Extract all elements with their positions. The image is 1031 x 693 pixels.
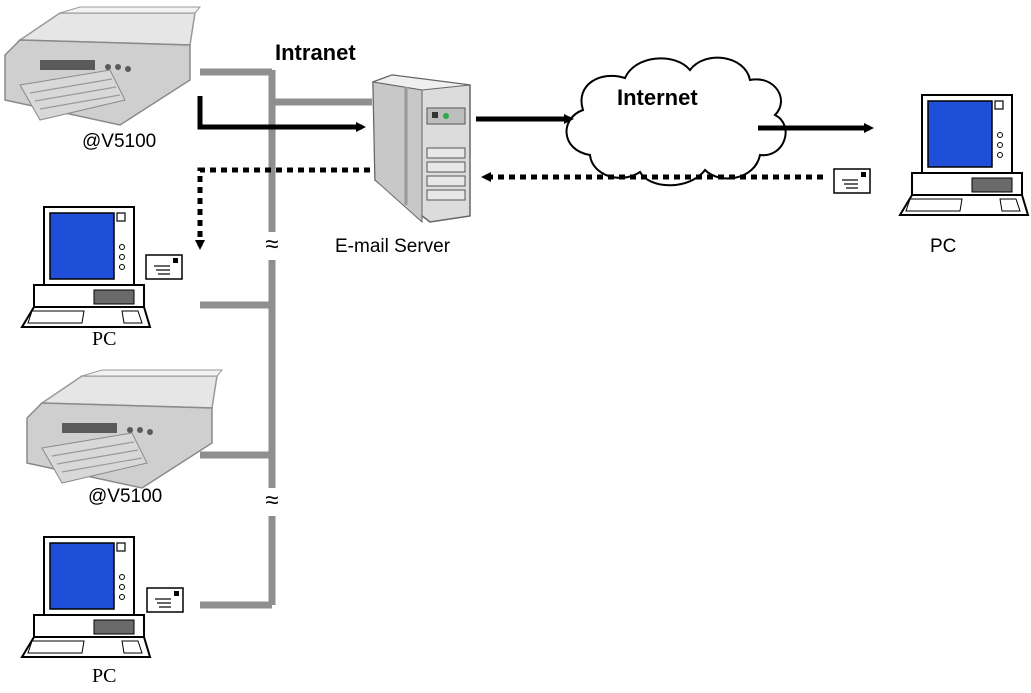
scanner-top-label: @V5100 [82, 131, 156, 152]
pc-icon [899, 94, 1029, 216]
bus-break-mark-bottom: ≈ [265, 487, 278, 514]
scanner-bottom-label: @V5100 [88, 486, 162, 507]
intranet-label: Intranet [275, 40, 356, 65]
arrow-scanner-to-server [197, 96, 366, 132]
bus-break-mark-top: ≈ [265, 231, 278, 258]
pc-icon [21, 206, 151, 328]
cloud-icon [565, 56, 787, 187]
scanner-icon [4, 6, 201, 126]
server-icon [371, 74, 471, 224]
reply-path [195, 167, 823, 250]
arrow-server-to-left-pc [195, 167, 370, 250]
pc-left-top-label: PC [92, 328, 116, 350]
envelope-icon [833, 168, 871, 194]
internet-label: Internet [617, 85, 698, 110]
intranet-bus [200, 68, 372, 609]
envelope-icon [145, 254, 183, 280]
envelope-icon [146, 587, 184, 613]
send-path [197, 96, 874, 133]
bus-break-mask-bottom [262, 488, 282, 516]
bus-break-mask-top [262, 232, 282, 260]
email-server-label: E-mail Server [335, 236, 451, 257]
pc-left-bottom-label: PC [92, 665, 116, 687]
pc-right-label: PC [930, 236, 956, 257]
scanner-icon [26, 369, 223, 489]
pc-icon [21, 536, 151, 658]
